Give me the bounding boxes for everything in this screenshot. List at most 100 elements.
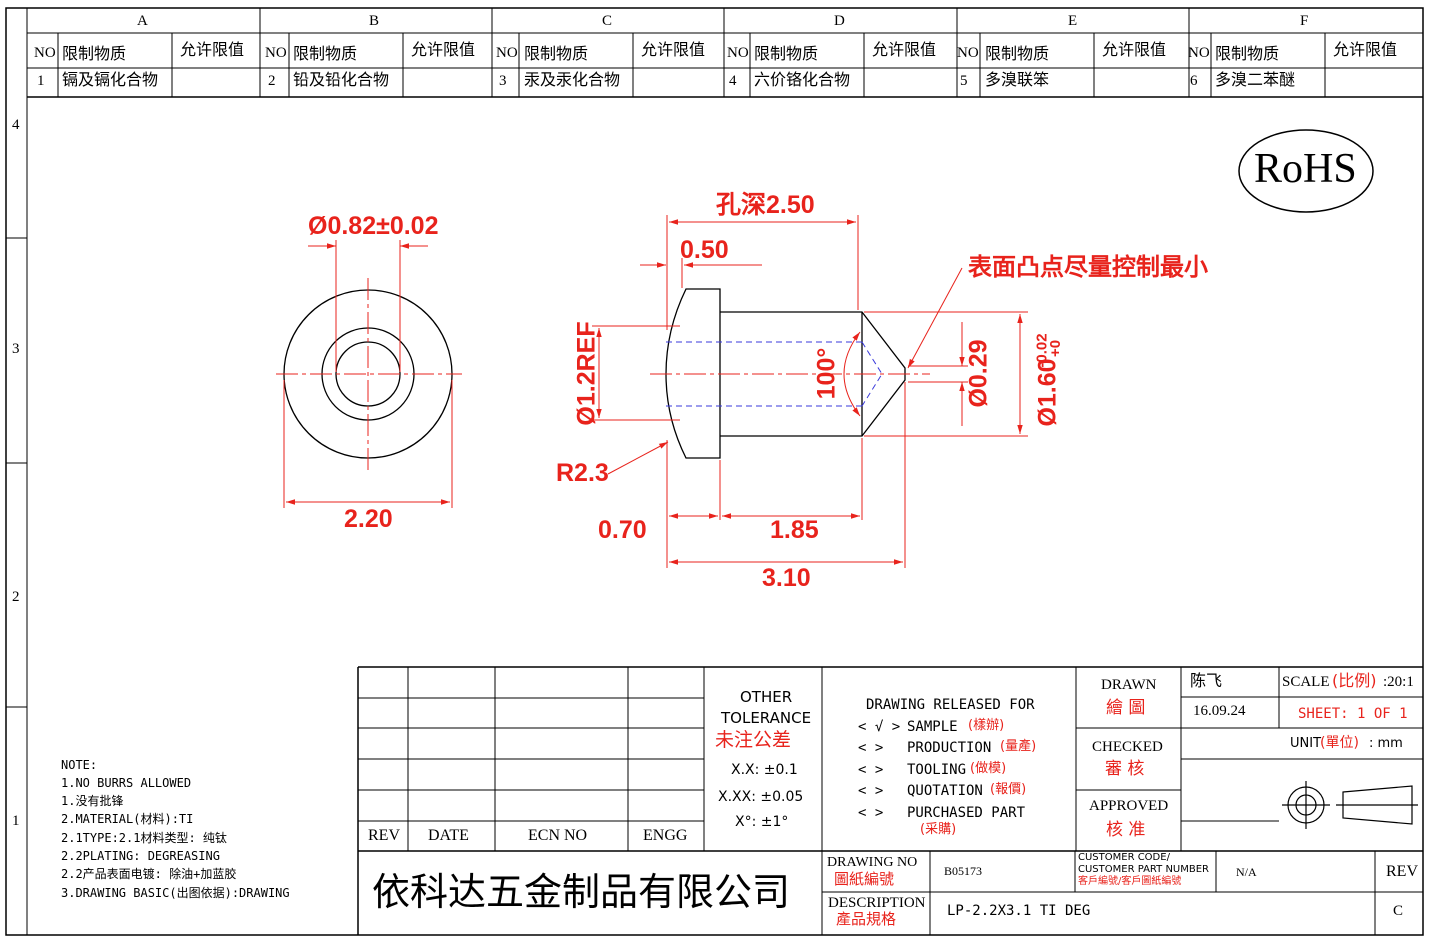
release-quotation-cn: (報價) [990,782,1027,797]
no-header: NO [34,45,56,61]
note-line: 2.MATERIAL(材料):TI [61,812,194,826]
description-value: LP-2.2X3.1 TI DEG [947,903,1091,919]
release-check[interactable]: < > [858,805,884,821]
no-header: NO [727,45,749,61]
head-dia-label: Ø1.2REF [572,321,601,426]
head-length-label: 0.70 [598,516,647,544]
zone-b: B [369,13,380,29]
release-sample-cn: (樣辦) [968,718,1005,733]
release-production: PRODUCTION [907,740,992,756]
limit-header: 允许限值 [1102,40,1167,59]
company-name: 依科达五金制品有限公司 [372,872,791,914]
approved-label: APPROVED [1089,798,1169,814]
sheet-info: SHEET: 1 OF 1 [1298,706,1408,722]
engg-header: ENGG [643,827,688,844]
projection-symbol [1282,781,1418,829]
row-substance: 汞及汞化合物 [524,70,621,89]
checked-label-cn: 審 核 [1105,759,1145,779]
customer-code-label-cn: 客戶編號/客戶圖紙編號 [1078,876,1182,887]
tolerance-x1: X.X: ±0.1 [731,762,798,778]
drawn-label: DRAWN [1101,677,1157,693]
customer-part-label: CUSTOMER PART NUMBER [1078,864,1209,875]
row-zone-2: 2 [12,589,20,605]
release-purchased-cn: (采購) [920,822,957,837]
drawing-no-label: DRAWING NO [827,855,918,870]
tolerance-title: TOLERANCE [721,709,812,727]
tolerance-x3: X°: ±1° [735,814,789,830]
drawing-frame [5,7,1424,936]
tip-dia-label: Ø0.29 [964,339,993,408]
rev-box-label: REV [1386,863,1418,880]
row-substance: 六价铬化合物 [754,70,851,89]
release-check[interactable]: < > [858,740,884,756]
limit-header: 允许限值 [641,40,706,59]
surface-note: 表面凸点尽量控制最小 [968,254,1208,281]
release-tooling-cn: (做模) [970,761,1007,776]
tolerance-title-cn: 未注公差 [715,729,792,751]
outer-dia-label: 2.20 [344,505,393,533]
approved-label-cn: 核 准 [1106,820,1146,840]
row-zone-1: 1 [12,813,20,829]
restriction-table-grid [27,8,1423,98]
row-substance: 多溴联笨 [985,70,1050,89]
no-header: NO [265,45,287,61]
release-check[interactable]: < > [858,783,884,799]
date-header: DATE [428,827,469,844]
front-view [276,240,462,508]
limit-header: 允许限值 [872,40,937,59]
tolerance-title: OTHER [740,688,793,706]
row-substance: 铅及铅化合物 [293,70,390,89]
body-dia-label: Ø1.60 [1033,358,1062,427]
zone-a: A [137,13,148,29]
hole-dia-label: Ø0.82±0.02 [308,212,439,240]
note-line: 2.1TYPE:2.1材料类型: 纯钛 [61,831,227,845]
customer-code-label: CUSTOMER CODE/ [1078,852,1170,863]
row-no: 4 [729,73,737,89]
row-no: 6 [1190,73,1198,89]
zone-c: C [602,13,613,29]
row-zone-4: 4 [12,117,20,133]
drawing-no-label-cn: 圖紙編號 [834,870,895,888]
row-no: 1 [37,73,45,89]
title-block-grid [357,666,1423,935]
zone-d: D [834,13,845,29]
release-check[interactable]: < √ > [858,719,901,735]
release-tooling: TOOLING [907,762,967,778]
limit-header: 允许限值 [411,40,476,59]
note-line: 2.2产品表面电镀: 除油+加蓝胶 [61,867,237,881]
body-length-label: 1.85 [770,516,819,544]
zone-e: E [1068,13,1078,29]
note-line: 3.DRAWING BASIC(出图依据):DRAWING [61,886,290,900]
body-tol-lower: -0.02 [1033,333,1051,368]
limit-header: 允许限值 [180,40,245,59]
release-quotation: QUOTATION [907,783,983,799]
row-no: 5 [960,73,968,89]
radius-label: R2.3 [556,459,609,487]
scale-label: SCALE [1282,674,1330,690]
note-line: 1.没有批锋 [61,794,124,808]
description-label-cn: 產品規格 [836,910,897,928]
substance-header: 限制物质 [293,44,358,63]
head-thickness-label: 0.50 [680,236,729,264]
substance-header: 限制物质 [1215,44,1280,63]
note-line: NOTE: [61,758,98,772]
row-substance: 镉及镉化合物 [62,70,159,89]
zone-f: F [1300,13,1309,29]
rohs-ellipse [1238,129,1374,213]
hole-depth-label: 孔深2.50 [716,191,815,219]
scale-label-cn: (比例) [1332,671,1377,690]
unit-label-cn: (單位) [1320,735,1359,751]
ecn-header: ECN NO [528,827,588,844]
tolerance-x2: X.XX: ±0.05 [718,789,804,805]
release-check[interactable]: < > [858,762,884,778]
no-header: NO [1188,45,1210,61]
substance-header: 限制物质 [524,44,589,63]
unit-value: : mm [1369,736,1403,751]
substance-header: 限制物质 [754,44,819,63]
rohs-mark: RoHS [1254,146,1357,192]
substance-header: 限制物质 [985,44,1050,63]
note-line: 2.2PLATING: DEGREASING [61,849,220,863]
row-substance: 多溴二苯醚 [1215,70,1296,89]
drawn-name: 陈飞 [1190,671,1223,690]
